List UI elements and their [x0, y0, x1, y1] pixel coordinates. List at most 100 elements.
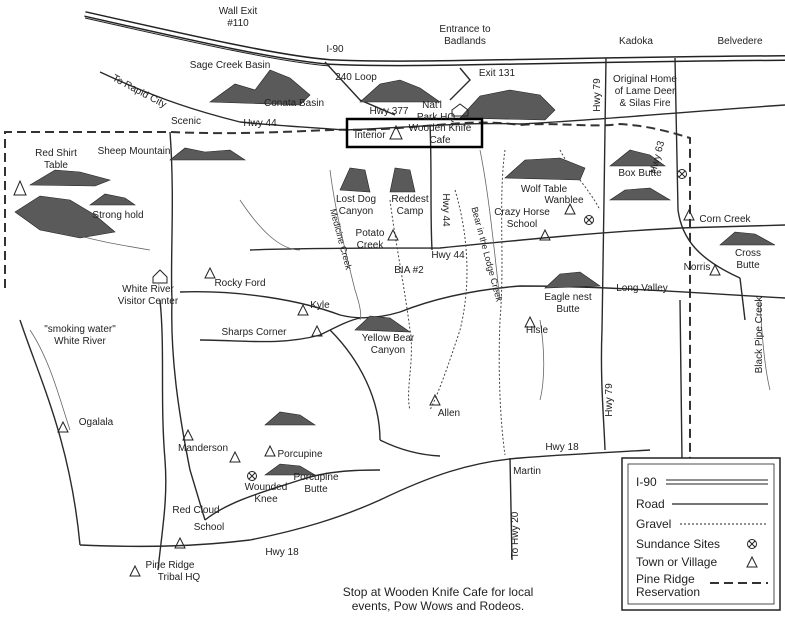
teepee-icon	[174, 536, 186, 549]
label-lost-dog-2: Canyon	[339, 206, 373, 217]
label-black-pipe: Black Pipe Creek	[754, 296, 765, 374]
label-hwy377: Hwy 377	[370, 106, 409, 117]
label-exit-110: #110	[227, 18, 249, 29]
label-stronghold: Strong hold	[92, 210, 143, 221]
label-hwy79-south: Hwy 79	[604, 383, 615, 417]
label-white-river-1: White River	[122, 284, 174, 295]
sundance-icon	[247, 471, 257, 481]
label-cross-2: Butte	[736, 260, 760, 271]
legend-sundance-icon	[747, 539, 757, 549]
teepee-icon	[264, 444, 276, 457]
label-porcupine: Porcupine	[277, 449, 322, 460]
note-line-2: events, Pow Wows and Rodeos.	[352, 599, 525, 613]
label-sage-creek: Sage Creek Basin	[190, 60, 271, 71]
label-reddest-2: Camp	[397, 206, 424, 217]
label-potato-2: Creek	[357, 240, 385, 251]
label-potato-1: Potato	[356, 228, 385, 239]
wooden-knife-highlight	[345, 117, 484, 149]
label-hwy44-mid: Hwy 44	[440, 193, 451, 227]
label-corn-creek: Corn Creek	[699, 214, 751, 225]
teepee-icon	[182, 428, 194, 441]
label-wooden-knife-1: Wooden Knife	[409, 123, 472, 134]
label-yellow-bear-1: Yellow Bear	[362, 333, 415, 344]
label-wounded-knee-1: Wounded	[245, 482, 288, 493]
teepee-icon	[539, 228, 551, 241]
legend-i90-swatch	[666, 479, 768, 485]
label-i90: I-90	[326, 44, 344, 55]
label-to-hwy20: To Hwy 20	[510, 511, 521, 558]
legend-gravel-label: Gravel	[636, 517, 671, 531]
legend-reservation-label-1: Pine Ridge	[636, 572, 695, 586]
label-wanblee: Wanblee	[544, 195, 584, 206]
teepee-icon	[229, 450, 241, 463]
label-red-shirt-2: Table	[44, 160, 68, 171]
label-lame-deer-3: & Silas Fire	[619, 98, 671, 109]
label-rocky-ford: Rocky Ford	[214, 278, 265, 289]
label-lame-deer-2: of Lame Deer	[615, 86, 676, 97]
teepee-icon	[683, 208, 695, 221]
legend-town-label: Town or Village	[636, 555, 717, 569]
teepee-icon	[387, 228, 399, 241]
teepee-icon	[564, 202, 576, 215]
label-240-loop: 240 Loop	[335, 72, 377, 83]
label-park-hq: Park HQ	[417, 112, 456, 123]
label-hwy79-north: Hwy 79	[592, 78, 603, 112]
buildings	[152, 103, 469, 284]
park-hq-icon	[451, 103, 469, 117]
label-badlands: Badlands	[444, 36, 486, 47]
label-pine-ridge-2: Tribal HQ	[158, 572, 201, 583]
label-martin: Martin	[513, 466, 541, 477]
legend: I-90 Road Gravel Sundance Sites Town or …	[621, 457, 781, 611]
teepee-icon	[311, 324, 323, 337]
label-bia2: BIA #2	[394, 265, 424, 276]
teepee-icon	[429, 393, 441, 406]
i90-highway	[84, 11, 785, 67]
label-long-valley: Long Valley	[616, 283, 668, 294]
label-wooden-knife-2: Cafe	[429, 135, 451, 146]
label-sheep-mountain: Sheep Mountain	[98, 146, 171, 157]
label-sharps-corner: Sharps Corner	[221, 327, 287, 338]
label-yellow-bear-2: Canyon	[371, 345, 405, 356]
label-pine-ridge-1: Pine Ridge	[146, 560, 195, 571]
visitor-center-icon	[152, 269, 168, 284]
reservation-boundary	[4, 121, 691, 460]
label-smoking-water-2: White River	[54, 336, 106, 347]
label-crazy-horse-2: School	[507, 219, 538, 230]
teepee-icon	[57, 420, 69, 433]
teepee-icon	[297, 303, 309, 316]
label-eagle-nest-2: Butte	[556, 304, 580, 315]
creeks	[29, 149, 771, 431]
sundance-icon	[584, 215, 594, 225]
label-interior: Interior	[354, 130, 386, 141]
label-crazy-horse-1: Crazy Horse	[494, 207, 550, 218]
sundance-icon	[677, 169, 687, 179]
label-belvedere: Belvedere	[717, 36, 762, 47]
label-red-cloud-2: School	[194, 522, 225, 533]
label-porcupine-butte-2: Butte	[304, 484, 328, 495]
label-reddest-1: Reddest	[391, 194, 428, 205]
label-entrance: Entrance to	[439, 24, 491, 35]
label-exit-131: Exit 131	[479, 68, 516, 79]
legend-road-label: Road	[636, 497, 665, 511]
label-allen: Allen	[438, 408, 460, 419]
label-hwy18-east: Hwy 18	[545, 442, 579, 453]
label-hwy44-west: Hwy 44	[243, 118, 277, 129]
label-norris: Norris	[684, 262, 711, 273]
label-eagle-nest-1: Eagle nest	[544, 292, 591, 303]
town-markers	[13, 124, 721, 577]
label-red-shirt-1: Red Shirt	[35, 148, 77, 159]
label-box-butte: Box Butte	[618, 168, 662, 179]
cafe-note: Stop at Wooden Knife Cafe for local even…	[343, 585, 534, 613]
teepee-icon	[13, 179, 27, 196]
label-wounded-knee-2: Knee	[254, 494, 278, 505]
teepee-icon	[709, 263, 721, 276]
legend-sundance-label: Sundance Sites	[636, 537, 720, 551]
label-scenic: Scenic	[171, 116, 201, 127]
label-hwy44-south: Hwy 44	[431, 250, 465, 261]
label-ogalala: Ogalala	[79, 417, 114, 428]
label-cross-1: Cross	[735, 248, 761, 259]
legend-teepee-icon	[746, 555, 758, 568]
badlands-terrain	[14, 69, 776, 476]
label-lame-deer-1: Original Home	[613, 74, 677, 85]
